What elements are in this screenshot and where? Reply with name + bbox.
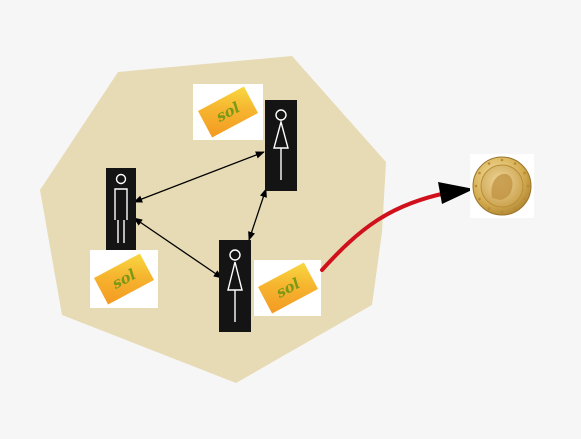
curved-arrow (320, 191, 448, 272)
link-bottom-to-top-right (248, 188, 267, 241)
woman-icon (219, 240, 251, 332)
man-icon (106, 168, 136, 250)
link-left-to-bottom (133, 217, 223, 279)
sol-card-bottom: sol (254, 260, 321, 316)
sol-card-top: sol (193, 84, 263, 140)
curved-arrow-head (438, 182, 474, 204)
sol-card-left: sol (90, 250, 158, 308)
woman-icon (265, 100, 297, 191)
euro-coin-icon (470, 154, 534, 218)
link-left-to-top-right (133, 151, 265, 203)
